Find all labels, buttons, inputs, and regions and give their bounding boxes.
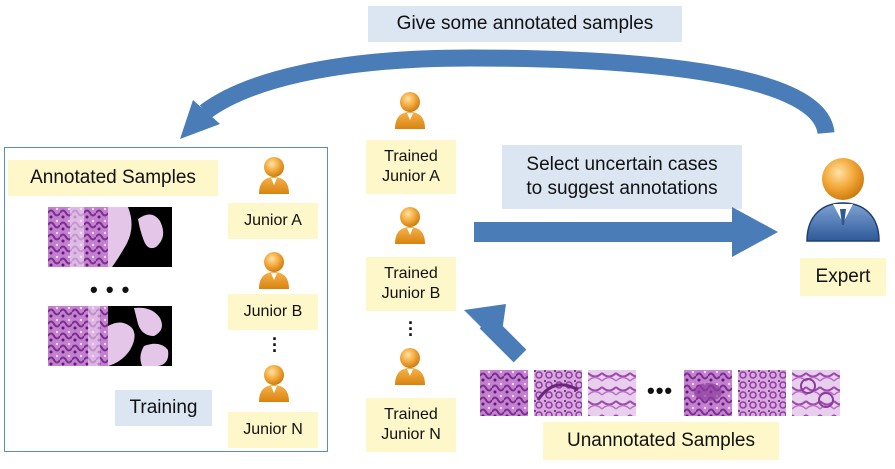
trained-label-line2: Junior N [381, 426, 441, 443]
annotated-samples-title: Annotated Samples [8, 160, 218, 196]
tissue-image [48, 207, 108, 267]
annotation-mask [108, 306, 172, 366]
trained-junior-label: Trained Junior N [366, 398, 456, 452]
vertical-ellipsis: ··· [408, 313, 414, 345]
unannotated-sample-image [738, 370, 786, 416]
expert-label: Expert [800, 258, 886, 296]
unannotated-sample-image [480, 370, 528, 416]
junior-label: Junior A [228, 203, 318, 239]
trained-label-line1: Trained [384, 406, 438, 423]
tissue-image [48, 306, 108, 366]
vertical-ellipsis: ··· [272, 329, 278, 361]
unannotated-sample-image [534, 370, 582, 416]
junior-person-icon [254, 363, 294, 403]
unannotated-ellipsis: ••• [647, 378, 674, 403]
up-arrow-icon [464, 304, 527, 363]
junior-label: Junior B [228, 294, 318, 330]
trained-label-line1: Trained [384, 265, 438, 282]
samples-ellipsis: • • • [90, 277, 131, 302]
trained-junior-person-icon [390, 346, 430, 386]
junior-label: Junior N [228, 412, 318, 448]
unannotated-sample-image [684, 370, 732, 416]
top-label: Give some annotated samples [368, 6, 682, 42]
unannotated-samples-label: Unannotated Samples [543, 422, 779, 460]
trained-label-line2: Junior A [382, 168, 440, 185]
junior-person-icon [254, 155, 294, 195]
trained-label-line1: Trained [384, 148, 438, 165]
trained-junior-label: Trained Junior B [366, 257, 456, 311]
expert-person-icon [806, 158, 880, 242]
trained-label-line2: Junior B [381, 285, 441, 302]
junior-person-icon [254, 250, 294, 290]
right-arrow-icon [474, 207, 778, 257]
trained-junior-person-icon [390, 205, 430, 245]
trained-junior-person-icon [390, 90, 430, 130]
unannotated-sample-image [588, 370, 636, 416]
trained-junior-label: Trained Junior A [366, 140, 456, 194]
select-label-line2: to suggest annotations [526, 178, 718, 199]
annotation-mask [108, 207, 172, 267]
unannotated-sample-image [792, 370, 840, 416]
select-uncertain-label: Select uncertain cases to suggest annota… [502, 145, 742, 209]
select-label-line1: Select uncertain cases [526, 154, 718, 176]
training-label: Training [115, 390, 212, 426]
curved-arrow-icon [180, 49, 835, 139]
